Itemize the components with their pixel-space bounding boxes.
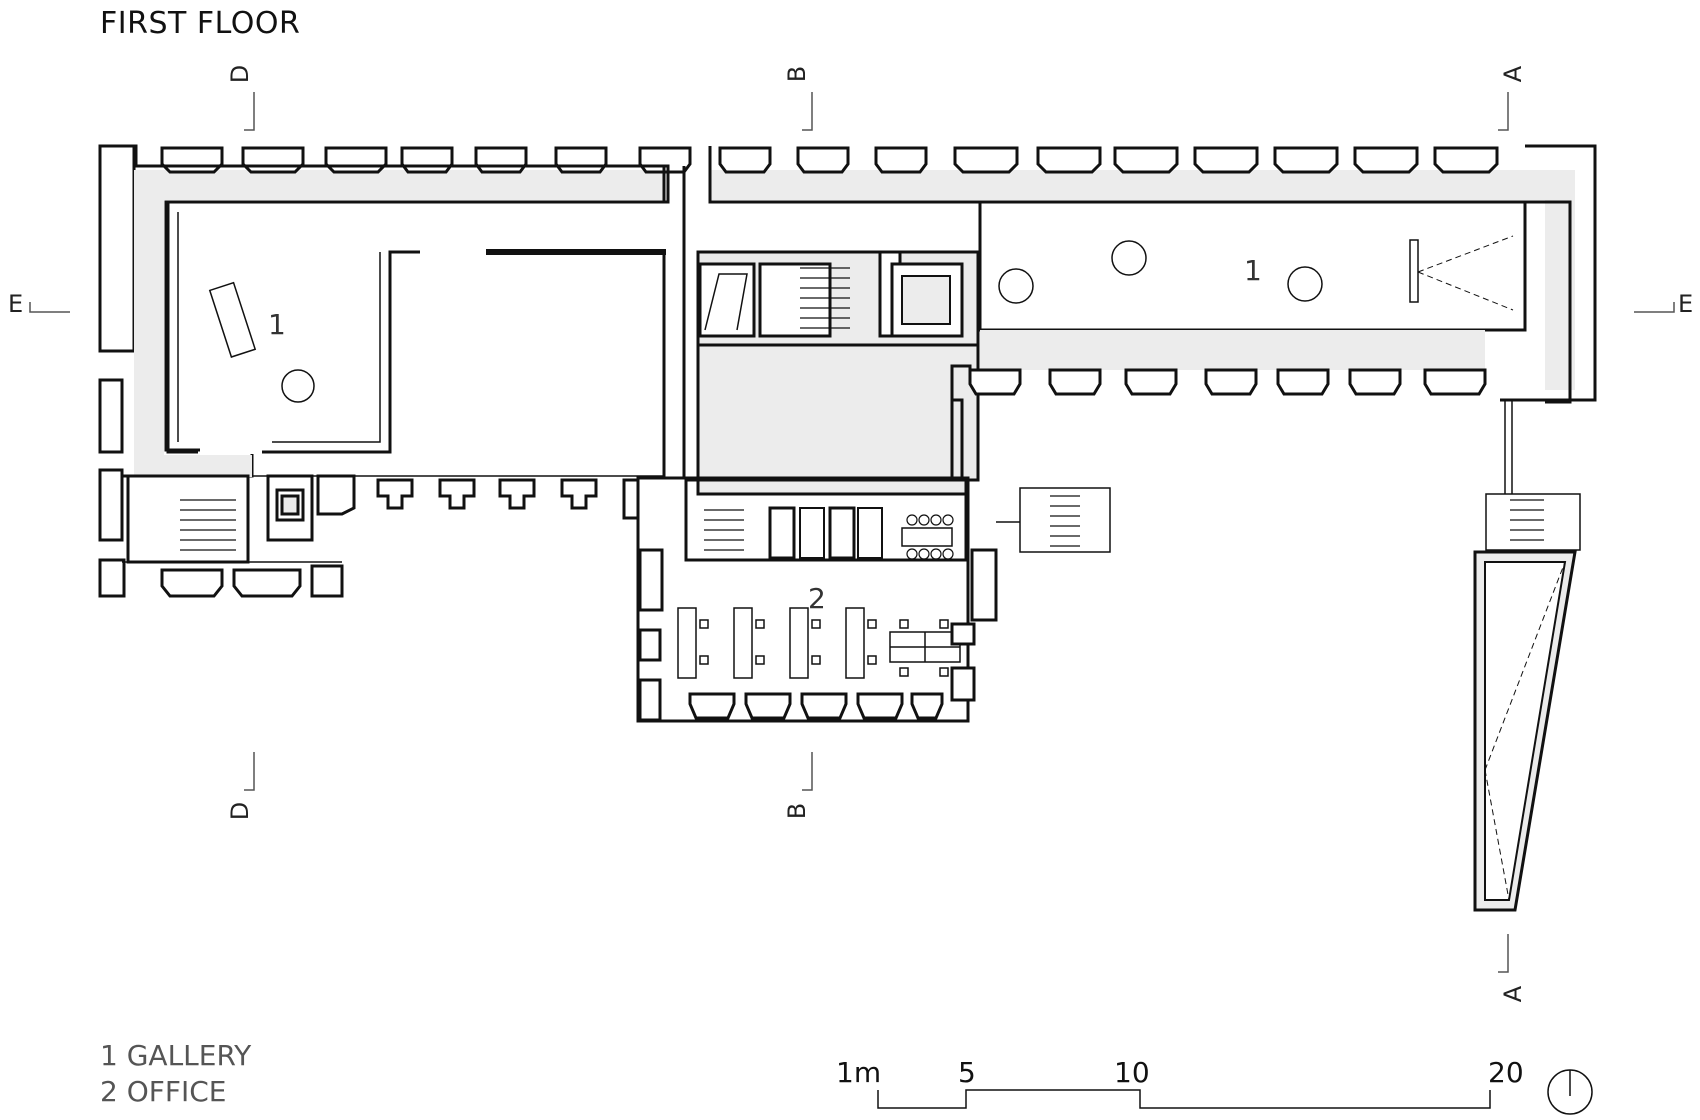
scale-label-5: 5 xyxy=(958,1056,976,1089)
section-label-b-top: B xyxy=(783,65,812,83)
east-annex xyxy=(996,400,1581,912)
west-wing xyxy=(98,144,1597,598)
section-label-e-left: E xyxy=(8,290,24,318)
legend: 1 GALLERY 2 OFFICE xyxy=(100,1038,251,1110)
scale-label-1m: 1m xyxy=(836,1056,882,1089)
room-label-gallery-east: 1 xyxy=(1244,254,1262,287)
page-title: FIRST FLOOR xyxy=(100,6,301,41)
scale-label-10: 10 xyxy=(1114,1056,1150,1089)
section-label-a-bottom: A xyxy=(1499,985,1528,1003)
legend-item-gallery: 1 GALLERY xyxy=(100,1039,252,1072)
section-markers xyxy=(29,92,1675,973)
section-label-e-right: E xyxy=(1678,290,1694,318)
scale-bar xyxy=(877,1089,1491,1109)
north-arrow-icon xyxy=(1547,1069,1593,1115)
section-label-d-top: D xyxy=(226,64,255,84)
office-block xyxy=(636,476,998,723)
section-label-a-top: A xyxy=(1499,65,1528,83)
room-label-office: 2 xyxy=(808,582,826,615)
top-window-piers xyxy=(160,146,1499,174)
room-label-gallery-west: 1 xyxy=(268,308,286,341)
section-label-b-bottom: B xyxy=(783,802,812,820)
scale-label-20: 20 xyxy=(1488,1056,1524,1089)
legend-item-office: 2 OFFICE xyxy=(100,1075,227,1108)
section-label-d-bottom: D xyxy=(226,801,255,821)
